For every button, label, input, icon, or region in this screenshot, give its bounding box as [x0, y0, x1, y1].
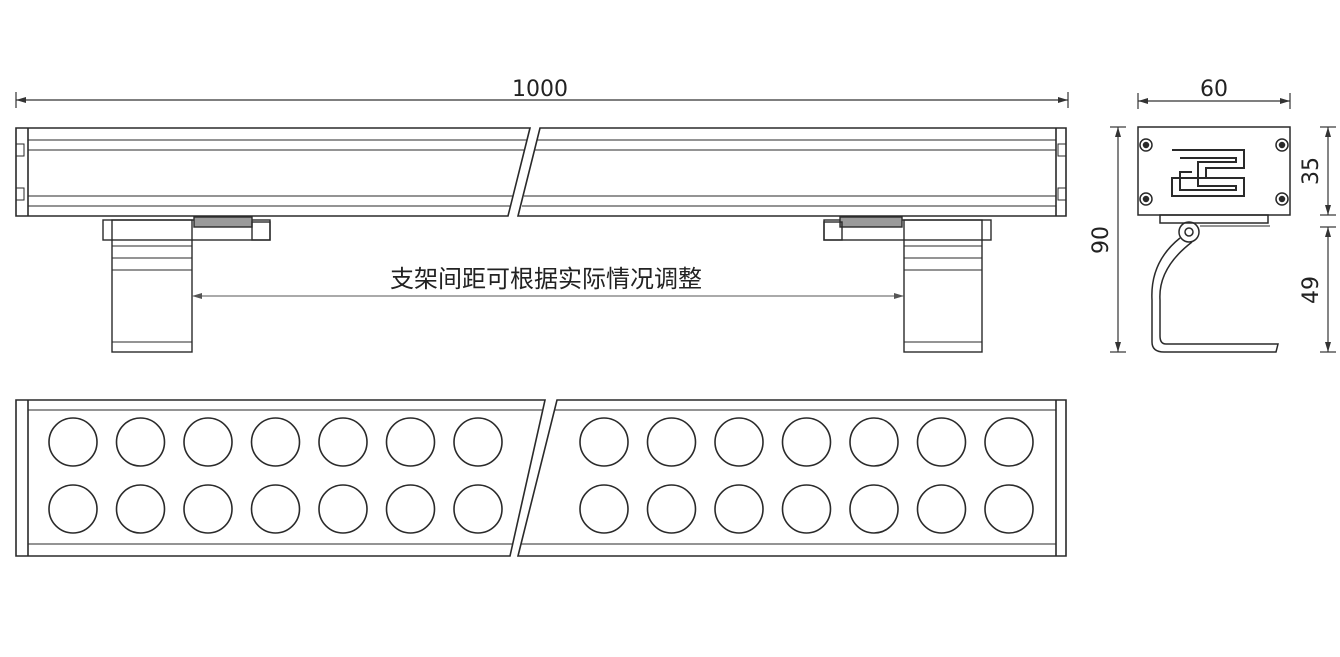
bracket-spacing-dimension: 支架间距可根据实际情况调整	[192, 265, 904, 299]
led-lens	[781, 484, 832, 534]
led-lens	[115, 484, 166, 534]
led-lens	[579, 484, 629, 534]
led-lens	[453, 484, 503, 534]
led-lens	[183, 484, 233, 534]
led-lens	[579, 417, 629, 467]
led-lens	[984, 484, 1034, 534]
led-lens	[714, 417, 764, 467]
led-lens	[318, 417, 368, 467]
led-lens	[48, 417, 98, 467]
led-lens	[385, 417, 436, 467]
left-bracket	[102, 216, 271, 353]
right-bracket	[823, 216, 992, 353]
led-lens	[916, 417, 967, 467]
led-lens	[646, 484, 697, 534]
led-lens	[849, 417, 899, 467]
led-lens	[714, 484, 764, 534]
side-view	[15, 127, 1067, 217]
width-label: 60	[1200, 77, 1228, 102]
led-lens	[115, 417, 166, 467]
bracket-note: 支架间距可根据实际情况调整	[390, 265, 702, 293]
led-lens	[385, 484, 436, 534]
led-lens	[318, 484, 368, 534]
led-array	[48, 417, 1034, 534]
height-label: 90	[1089, 226, 1114, 254]
led-lens	[250, 484, 301, 534]
end-view	[1110, 93, 1336, 353]
led-lens	[646, 417, 697, 467]
led-lens	[781, 417, 832, 467]
lower-height-label: 49	[1299, 276, 1324, 304]
led-lens	[250, 417, 301, 467]
led-lens	[916, 484, 967, 534]
led-lens	[984, 417, 1034, 467]
led-lens	[48, 484, 98, 534]
front-view	[15, 399, 1067, 557]
led-lens	[183, 417, 233, 467]
led-lens	[453, 417, 503, 467]
length-label: 1000	[512, 77, 568, 102]
led-lens	[849, 484, 899, 534]
length-dimension: 1000	[15, 77, 1069, 108]
upper-height-label: 35	[1299, 157, 1324, 185]
